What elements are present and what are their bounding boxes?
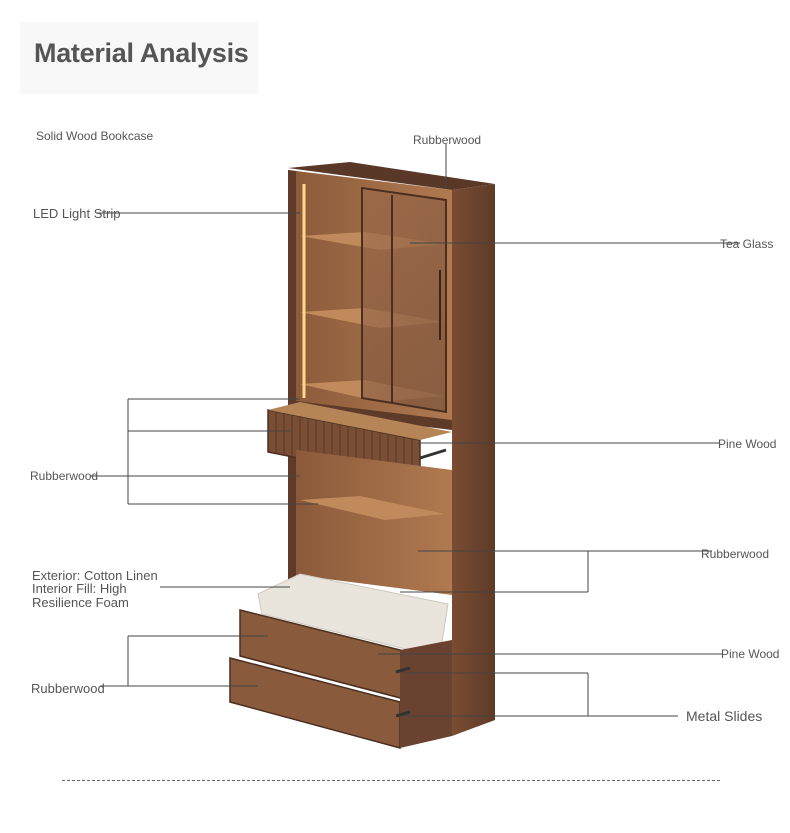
label-pine-wood-drawer: Pine Wood xyxy=(718,437,777,451)
label-metal-slides: Metal Slides xyxy=(686,708,763,724)
middle-shelf-1 xyxy=(300,496,445,520)
label-led-light-strip: LED Light Strip xyxy=(33,206,121,221)
label-tea-glass: Tea Glass xyxy=(720,237,774,251)
dashed-divider xyxy=(62,780,720,781)
label-rubberwood-top: Rubberwood xyxy=(413,133,482,147)
page-title: Material Analysis xyxy=(34,38,249,68)
subtitle: Solid Wood Bookcase xyxy=(36,129,154,143)
middle-cabinet-body xyxy=(296,450,452,595)
glass-door xyxy=(361,186,447,414)
title-background xyxy=(20,22,258,94)
label-cushion-interior: Interior Fill: High xyxy=(32,581,127,596)
left-frame xyxy=(288,170,296,592)
label-cushion-foam: Resilience Foam xyxy=(32,595,129,610)
side-panel xyxy=(452,184,495,736)
label-pine-wood-bottom: Pine Wood xyxy=(721,647,780,661)
label-rubberwood-bottom: Rubberwood xyxy=(31,681,105,696)
label-cushion-exterior: Exterior: Cotton Linen xyxy=(32,568,158,583)
top-panel xyxy=(288,162,495,190)
label-rubberwood-left: Rubberwood xyxy=(30,469,99,483)
label-rubberwood-right: Rubberwood xyxy=(701,547,770,561)
